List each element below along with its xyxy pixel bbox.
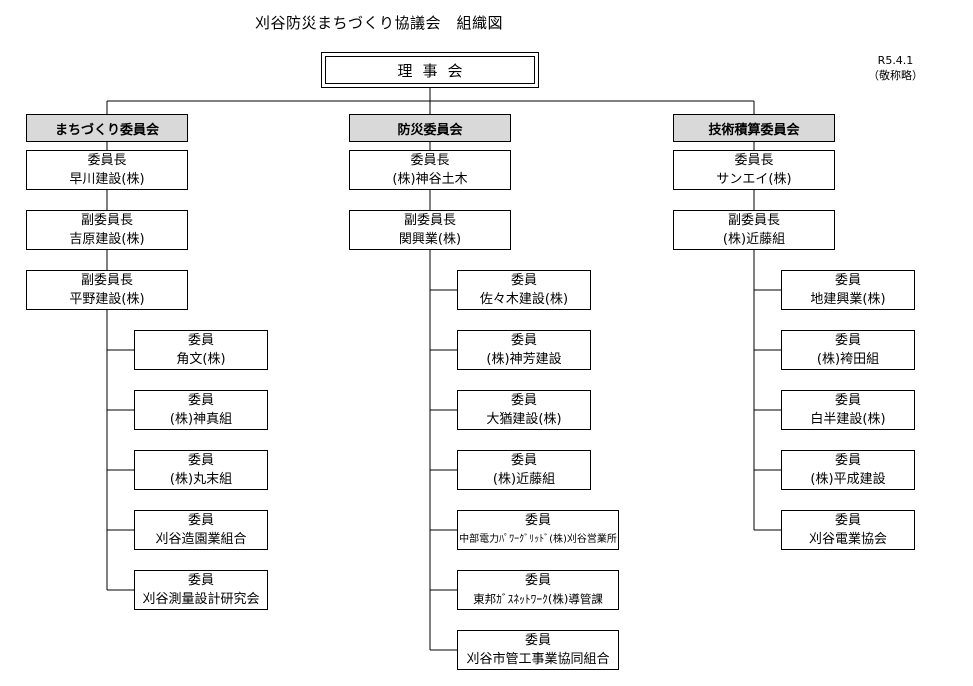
role-label: 副委員長 (80, 213, 133, 228)
date-note: R5.4.1 （敬称略） (868, 53, 923, 83)
member-box: 委員 刈谷電業協会 (781, 510, 915, 550)
role-label: 委員 (187, 453, 214, 468)
role-label: 委員 (834, 513, 861, 528)
member-box: 委員 刈谷造園業組合 (134, 510, 268, 550)
leader-box: 委員長 早川建設(株) (26, 150, 188, 190)
org-name: (株)神芳建設 (486, 352, 562, 367)
member-box: 委員 刈谷測量設計研究会 (134, 570, 268, 610)
org-name: 刈谷測量設計研究会 (142, 592, 260, 607)
member-box: 委員 (株)神芳建設 (457, 330, 591, 370)
leader-box: 副委員長 吉原建設(株) (26, 210, 188, 250)
role-label: 委員 (524, 513, 551, 528)
leader-box: 副委員長 (株)近藤組 (673, 210, 835, 250)
role-label: 委員 (524, 633, 551, 648)
org-name: (株)近藤組 (492, 472, 556, 487)
board-label: 理事会 (325, 56, 535, 84)
org-name: 平野建設(株) (69, 292, 145, 307)
role-label: 委員長 (734, 153, 774, 168)
org-name: 吉原建設(株) (69, 232, 145, 247)
org-name: (株)丸末組 (169, 472, 233, 487)
role-label: 委員 (524, 573, 551, 588)
member-box: 委員 大猶建設(株) (457, 390, 591, 430)
org-name: 刈谷造園業組合 (155, 532, 247, 547)
role-label: 委員 (510, 453, 537, 468)
org-name: (株)神谷土木 (392, 172, 468, 187)
date: R5.4.1 (877, 54, 914, 67)
role-label: 委員 (187, 513, 214, 528)
committee-gijutsu-sekisan: 技術積算委員会 (673, 114, 835, 142)
role-label: 副委員長 (727, 213, 780, 228)
chart-title: 刈谷防災まちづくり協議会 組織図 (255, 14, 504, 32)
org-name: (株)神真組 (169, 412, 233, 427)
org-name: 刈谷市管工事業協同組合 (466, 652, 610, 667)
member-box: 委員 佐々木建設(株) (457, 270, 591, 310)
committee-bousai: 防災委員会 (349, 114, 511, 142)
member-box: 委員 (株)丸末組 (134, 450, 268, 490)
committee-machizukuri: まちづくり委員会 (26, 114, 188, 142)
org-name: 佐々木建設(株) (479, 292, 569, 307)
org-name: 関興業(株) (398, 232, 462, 247)
member-box: 委員 角文(株) (134, 330, 268, 370)
role-label: 委員 (187, 573, 214, 588)
member-box: 委員 東邦ｶﾞｽﾈｯﾄﾜｰｸ(株)導管課 (457, 570, 619, 610)
role-label: 委員 (510, 393, 537, 408)
org-name: 東邦ｶﾞｽﾈｯﾄﾜｰｸ(株)導管課 (473, 592, 603, 606)
leader-box: 副委員長 平野建設(株) (26, 270, 188, 310)
member-box: 委員 中部電力ﾊﾟﾜｰｸﾞﾘｯﾄﾞ(株)刈谷営業所 (457, 510, 619, 550)
org-name: 中部電力ﾊﾟﾜｰｸﾞﾘｯﾄﾞ(株)刈谷営業所 (459, 534, 617, 545)
org-name: 早川建設(株) (69, 172, 145, 187)
role-label: 委員 (510, 273, 537, 288)
leader-box: 委員長 (株)神谷土木 (349, 150, 511, 190)
member-box: 委員 (株)近藤組 (457, 450, 591, 490)
org-name: (株)平成建設 (810, 472, 886, 487)
org-name: 白半建設(株) (810, 412, 886, 427)
member-box: 委員 (株)袴田組 (781, 330, 915, 370)
member-box: 委員 地建興業(株) (781, 270, 915, 310)
org-name: (株)近藤組 (722, 232, 786, 247)
role-label: 委員 (187, 393, 214, 408)
member-box: 委員 (株)神真組 (134, 390, 268, 430)
org-name: 刈谷電業協会 (808, 532, 887, 547)
role-label: 副委員長 (403, 213, 456, 228)
role-label: 委員長 (87, 153, 127, 168)
member-box: 委員 (株)平成建設 (781, 450, 915, 490)
role-label: 委員 (187, 333, 214, 348)
org-name: 角文(株) (176, 352, 226, 367)
member-box: 委員 白半建設(株) (781, 390, 915, 430)
role-label: 委員 (834, 393, 861, 408)
role-label: 委員 (510, 333, 537, 348)
leader-box: 副委員長 関興業(株) (349, 210, 511, 250)
role-label: 委員 (834, 273, 861, 288)
org-name: 地建興業(株) (810, 292, 886, 307)
org-name: サンエイ(株) (716, 172, 792, 187)
member-box: 委員 刈谷市管工事業協同組合 (457, 630, 619, 670)
board-box: 理事会 (321, 52, 539, 88)
role-label: 委員長 (410, 153, 450, 168)
leader-box: 委員長 サンエイ(株) (673, 150, 835, 190)
org-name: (株)袴田組 (816, 352, 880, 367)
honorific-note: （敬称略） (868, 69, 923, 82)
role-label: 委員 (834, 333, 861, 348)
role-label: 委員 (834, 453, 861, 468)
org-name: 大猶建設(株) (486, 412, 562, 427)
role-label: 副委員長 (80, 273, 133, 288)
